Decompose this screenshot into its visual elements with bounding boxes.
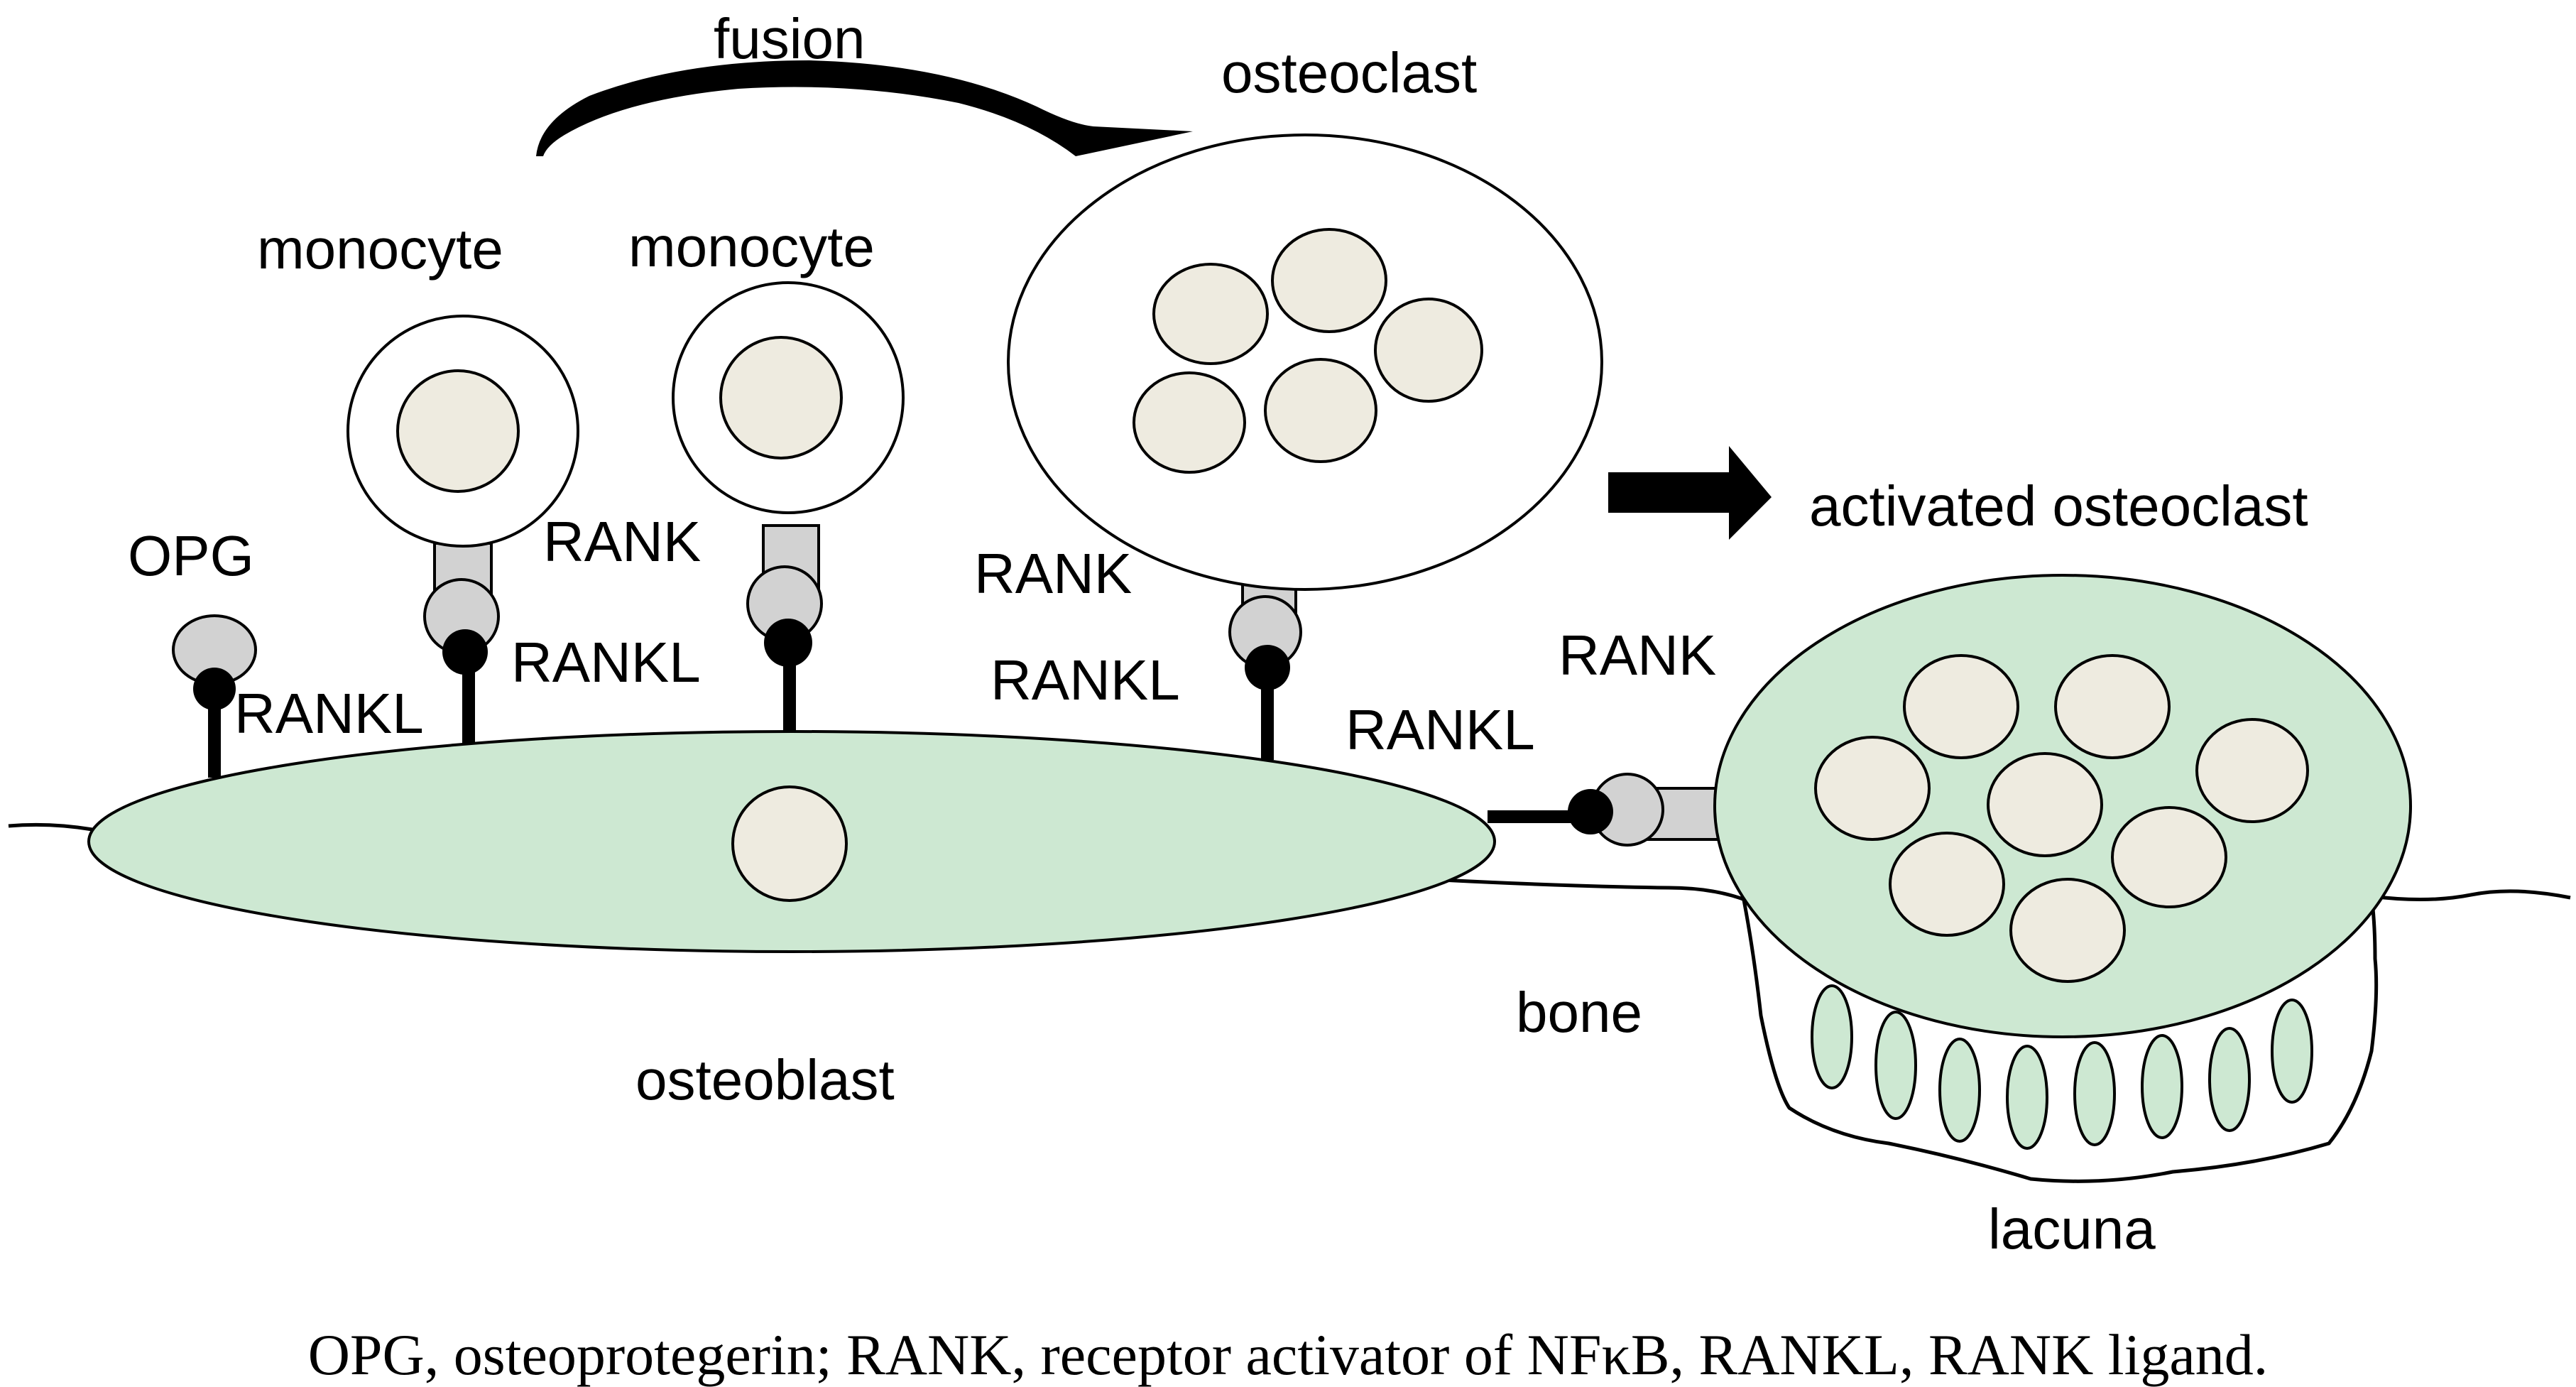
activated-nucleus [1814, 736, 1931, 841]
ruffled-border-villus [1938, 1038, 1981, 1143]
rankl-label-4: RANKL [1346, 698, 1535, 761]
osteoclast [1007, 134, 1603, 760]
activation-arrow [1608, 446, 1772, 540]
monocyte-label-2: monocyte [628, 215, 875, 278]
bone-label: bone [1516, 981, 1642, 1044]
ruffled-border-villus [1874, 1011, 1917, 1120]
opg-label: OPG [128, 524, 254, 587]
rankl-head-4 [1568, 789, 1613, 834]
monocyte-1 [346, 315, 579, 746]
osteoclast-nucleus [1264, 358, 1377, 463]
ruffled-border-villus [2141, 1034, 2183, 1139]
rankl-label-2: RANKL [511, 631, 701, 694]
ruffled-border-villus [2208, 1027, 2251, 1132]
fusion-label: fusion [714, 7, 865, 70]
activated-nucleus [1987, 752, 2103, 857]
rankl-label-3: RANKL [990, 648, 1180, 712]
activated-nucleus [2054, 654, 2171, 759]
osteoclast-nucleus [1133, 371, 1246, 474]
osteoblast [87, 730, 1496, 953]
activated-nucleus [2195, 718, 2309, 823]
rankl-head-opg [193, 668, 236, 710]
activated-osteoclast-label: activated osteoclast [1809, 474, 2308, 538]
ruffled-border-villus [2271, 999, 2313, 1104]
osteoblast-nucleus [731, 785, 848, 902]
lacuna-label: lacuna [1988, 1197, 2156, 1261]
ruffled-border-villus [1811, 984, 1853, 1089]
figure-caption: OPG, osteoprotegerin; RANK, receptor act… [308, 1322, 2269, 1387]
rank-label-2: RANK [974, 542, 1132, 605]
osteoclast-label: osteoclast [1221, 41, 1477, 104]
activated-osteoclast [1713, 574, 2412, 1150]
rank-label-3: RANK [1559, 624, 1716, 687]
ruffled-border-villus [2073, 1041, 2116, 1146]
osteoclast-nucleus [1374, 298, 1483, 403]
osteoclast-nucleus [1271, 228, 1387, 333]
osteoclast-nucleus [1152, 263, 1269, 365]
lacuna-pit-outline [1741, 896, 2379, 1183]
activated-nucleus [1903, 654, 2019, 759]
monocyte-nucleus-1 [396, 369, 520, 493]
monocyte-label-1: monocyte [257, 217, 503, 281]
rankl-label-1: RANKL [234, 682, 424, 745]
rank-label-1: RANK [543, 510, 701, 573]
fusion-arrow [536, 60, 1193, 156]
rankl-head-1 [442, 629, 488, 675]
rankl-head-3 [1245, 645, 1290, 690]
ruffled-border-villus [2006, 1045, 2048, 1150]
activated-nucleus [1889, 832, 2005, 937]
osteoblast-label: osteoblast [635, 1048, 895, 1111]
rankl-head-2 [764, 619, 812, 667]
activated-nucleus [2111, 806, 2227, 908]
activated-nucleus [2009, 878, 2126, 983]
monocyte-2 [672, 281, 905, 731]
monocyte-nucleus-2 [719, 336, 843, 459]
